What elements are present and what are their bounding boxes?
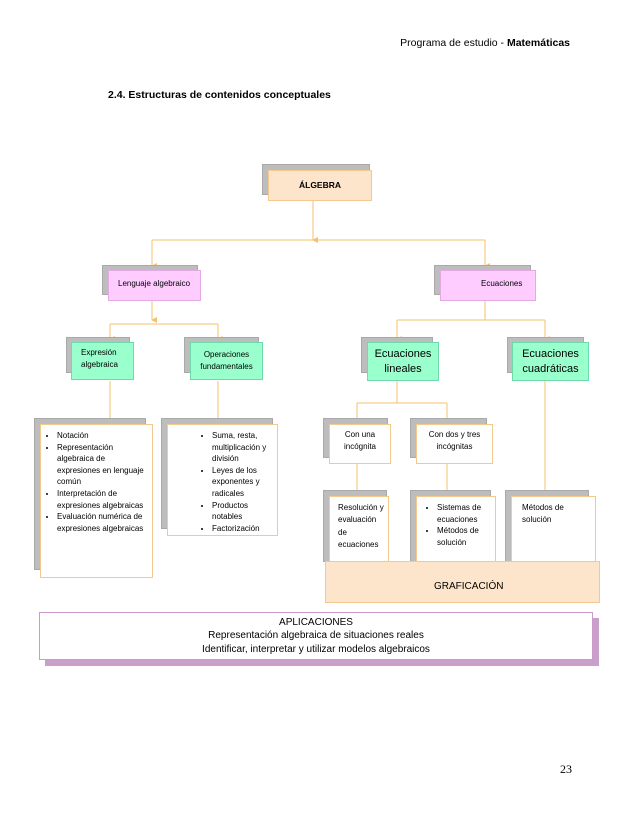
- expresion-item: Representación algebraica de expresiones…: [57, 442, 148, 488]
- expresion-item: Interpretación de expresiones algebraica…: [57, 488, 148, 511]
- node-cuadraticas-line2: cuadráticas: [522, 362, 579, 375]
- node-operaciones-line1: Operaciones: [203, 350, 250, 360]
- page-header: Programa de estudio - Matemáticas: [400, 37, 570, 49]
- node-lineales-line1: Ecuaciones: [374, 347, 432, 360]
- node-ecuaciones-label: Ecuaciones: [481, 279, 523, 288]
- resolucion-label: Resolución y evaluación de ecuaciones: [338, 503, 384, 550]
- node-cuadraticas-line1: Ecuaciones: [522, 347, 579, 360]
- node-lenguaje-label: Lenguaje algebraico: [118, 279, 191, 288]
- node-lenguaje-algebraico: Lenguaje algebraico: [108, 270, 201, 301]
- page-number: 23: [560, 762, 572, 776]
- operaciones-item: Productos notables: [212, 500, 271, 523]
- operaciones-items-box: Suma, resta, multiplicación y división L…: [167, 424, 278, 536]
- expresion-items-box: Notación Representación algebraica de ex…: [40, 424, 153, 578]
- node-dos-incognitas: Con dos y tres incógnitas: [416, 424, 493, 464]
- node-resolucion: Resolución y evaluación de ecuaciones: [329, 496, 389, 562]
- metodos-label: Métodos de solución: [522, 503, 564, 524]
- header-subject: Matemáticas: [506, 37, 570, 49]
- operaciones-item: Suma, resta, multiplicación y división: [212, 430, 271, 465]
- node-ecuaciones-lineales: Ecuaciones lineales: [367, 342, 439, 381]
- node-graficacion: GRAFICACIÓN: [325, 561, 600, 603]
- node-metodos-solucion: Métodos de solución: [511, 496, 596, 562]
- operaciones-item: Factorización: [212, 523, 271, 535]
- node-una-incognita: Con una incógnita: [329, 424, 391, 464]
- aplicaciones-title: APLICACIONES: [279, 616, 353, 628]
- aplicaciones-line2: Identificar, interpretar y utilizar mode…: [202, 643, 430, 655]
- aplicaciones-line1: Representación algebraica de situaciones…: [208, 630, 424, 642]
- section-title: 2.4. Estructuras de contenidos conceptua…: [108, 89, 331, 101]
- node-expresion-algebraica: Expresión algebraica: [71, 342, 134, 380]
- node-sistemas: Sistemas de ecuaciones Métodos de soluci…: [416, 496, 496, 562]
- sistemas-items-list: Sistemas de ecuaciones Métodos de soluci…: [419, 502, 491, 548]
- graficacion-label: GRAFICACIÓN: [434, 581, 504, 592]
- sistemas-item: Sistemas de ecuaciones: [437, 502, 491, 525]
- dos-incognitas-line2: incógnitas: [436, 441, 473, 451]
- node-operaciones-fundamentales: Operaciones fundamentales: [190, 342, 263, 380]
- node-expresion-line1: Expresión: [81, 348, 117, 357]
- header-prefix: Programa de estudio -: [400, 37, 507, 49]
- node-expresion-line2: algebraica: [81, 359, 118, 369]
- expresion-items-list: Notación Representación algebraica de ex…: [45, 430, 148, 534]
- expresion-item: Notación: [57, 430, 148, 442]
- operaciones-item: Leyes de los exponentes y radicales: [212, 465, 271, 500]
- sistemas-item: Métodos de solución: [437, 525, 491, 548]
- node-lineales-line2: lineales: [384, 362, 422, 375]
- expresion-item: Evaluación numérica de expresiones algeb…: [57, 511, 148, 534]
- una-incognita-line2: incógnita: [343, 441, 377, 451]
- node-ecuaciones: Ecuaciones: [440, 270, 536, 301]
- node-algebra-label: ÁLGEBRA: [298, 180, 342, 191]
- node-operaciones-line2: fundamentales: [200, 362, 253, 371]
- dos-incognitas-line1: Con dos y tres: [428, 430, 481, 439]
- node-algebra: ÁLGEBRA: [268, 170, 372, 201]
- node-aplicaciones: APLICACIONES Representación algebraica d…: [39, 612, 593, 660]
- node-ecuaciones-cuadraticas: Ecuaciones cuadráticas: [512, 342, 589, 381]
- una-incognita-line1: Con una: [344, 430, 376, 439]
- operaciones-items-list: Suma, resta, multiplicación y división L…: [168, 430, 271, 534]
